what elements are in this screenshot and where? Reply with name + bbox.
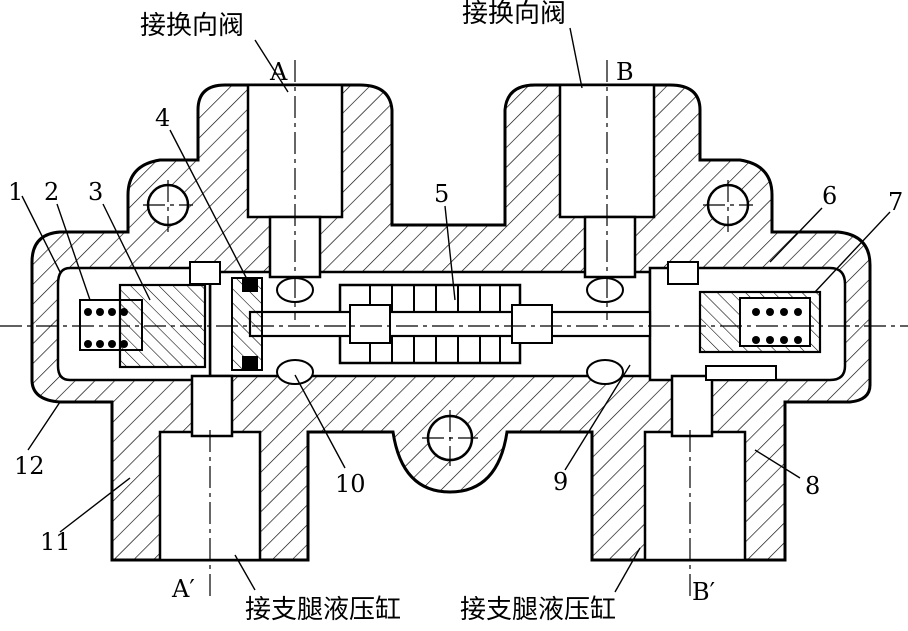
part-number-3: 3 — [88, 178, 103, 206]
chinese-annotations: 接换向阀 接换向阀 接支腿液压缸 接支腿液压缸 — [140, 0, 616, 625]
port-a-label: A — [269, 58, 288, 86]
label-to-reversing-valve-left: 接换向阀 — [140, 11, 244, 41]
part-number-1: 1 — [8, 178, 23, 206]
part-number-6: 6 — [822, 182, 837, 210]
part-number-12: 12 — [14, 452, 45, 480]
label-to-leg-cylinder-right: 接支腿液压缸 — [460, 595, 616, 625]
label-to-reversing-valve-right: 接换向阀 — [462, 0, 566, 29]
part-number-9: 9 — [553, 468, 568, 496]
part-number-4: 4 — [155, 104, 170, 132]
port-b-prime-label: B′ — [692, 578, 715, 606]
port-labels: A B A′ B′ — [171, 58, 715, 606]
right-check-valve — [667, 261, 822, 381]
label-to-leg-cylinder-left: 接支腿液压缸 — [245, 595, 401, 625]
part-number-5: 5 — [434, 180, 449, 208]
part-number-7: 7 — [888, 188, 903, 216]
control-piston — [248, 283, 652, 365]
part-number-10: 10 — [335, 470, 366, 498]
center-lines — [0, 60, 908, 600]
part-number-11: 11 — [40, 528, 71, 556]
port-a-prime-label: A′ — [171, 575, 195, 603]
part-number-2: 2 — [44, 178, 59, 206]
leader-lines — [21, 27, 891, 593]
part-number-labels: 1 2 3 4 5 6 7 8 9 10 11 12 — [8, 104, 903, 556]
part-number-8: 8 — [805, 472, 820, 500]
port-b-label: B — [616, 58, 634, 86]
